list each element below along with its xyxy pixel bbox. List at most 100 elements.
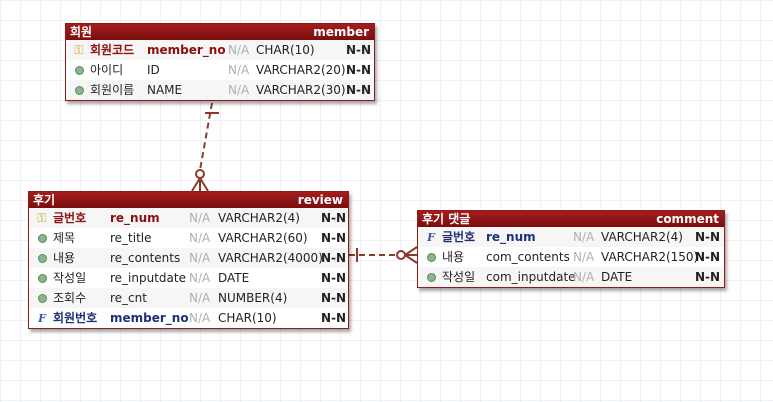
attribute-physical-name: re_num — [110, 211, 160, 225]
entity-header[interactable]: 후기 review — [29, 192, 348, 208]
entity-logical-name: 후기 댓글 — [422, 212, 471, 226]
attribute-datatype: VARCHAR2(30) — [256, 83, 346, 97]
attribute-default: N/A — [189, 231, 211, 245]
attribute-logical-name: 글번호 — [53, 211, 87, 225]
key-icon: ⚿ — [37, 210, 47, 225]
attribute-physical-name: re_num — [486, 230, 536, 244]
entity-header[interactable]: 후기 댓글 comment — [418, 211, 724, 227]
attribute-physical-name: re_title — [110, 231, 152, 245]
attribute-datatype: VARCHAR2(20) — [256, 63, 346, 77]
attribute-physical-name: re_inputdate — [110, 271, 186, 285]
attribute-datatype: VARCHAR2(4) — [218, 211, 300, 225]
attribute-row-name[interactable]: 회원이름 NAME N/A VARCHAR2(30)N-N — [66, 80, 374, 100]
attribute-default: N/A — [228, 63, 250, 77]
attribute-default: N/A — [189, 311, 211, 325]
entity-logical-name: 회원 — [70, 25, 93, 39]
attribute-datatype: VARCHAR2(60) — [218, 231, 308, 245]
attribute-logical-name: 회원번호 — [53, 311, 98, 325]
attribute-logical-name: 조회수 — [53, 291, 87, 305]
attribute-dot-icon — [34, 288, 50, 308]
attribute-datatype: VARCHAR2(4000) — [218, 251, 323, 265]
attribute-logical-name: 작성일 — [53, 271, 87, 285]
attribute-logical-name: 글번호 — [442, 230, 476, 244]
attribute-datatype: CHAR(10) — [218, 311, 277, 325]
attribute-nullability: N-N — [346, 43, 372, 57]
attribute-datatype: VARCHAR2(4) — [601, 230, 683, 244]
attribute-physical-name: com_inputdate — [486, 270, 576, 284]
attribute-physical-name: member_no — [110, 311, 189, 325]
foreign-key-icon: F — [427, 230, 435, 244]
attribute-default: N/A — [189, 211, 211, 225]
attribute-nullability: N-N — [321, 291, 347, 305]
attribute-logical-name: 회원이름 — [90, 83, 135, 97]
attribute-nullability: N-N — [321, 311, 347, 325]
attribute-default: N/A — [189, 291, 211, 305]
attribute-dot-icon — [71, 80, 87, 100]
attribute-physical-name: ID — [147, 63, 160, 77]
foreign-key-icon: F — [38, 311, 46, 325]
attribute-dot-icon — [71, 60, 87, 80]
relationship-review-comment[interactable] — [349, 246, 418, 264]
attribute-logical-name: 작성일 — [442, 270, 476, 284]
attribute-row-re-cnt[interactable]: 조회수 re_cnt N/A NUMBER(4) N-N — [29, 288, 348, 308]
attribute-nullability: N-N — [321, 251, 347, 265]
attribute-dot-icon — [423, 247, 439, 267]
attribute-row-re-num[interactable]: F 글번호 re_num N/A VARCHAR2(4) N-N — [418, 227, 724, 247]
attribute-dot-icon — [34, 268, 50, 288]
attribute-datatype: DATE — [601, 270, 633, 284]
attribute-row-re-num[interactable]: ⚿ 글번호 re_num N/A VARCHAR2(4) N-N — [29, 208, 348, 228]
attribute-nullability: N-N — [321, 211, 347, 225]
attribute-default: N/A — [189, 271, 211, 285]
attribute-physical-name: com_contents — [486, 250, 570, 264]
entity-header[interactable]: 회원 member — [66, 24, 374, 40]
entity-physical-name: comment — [656, 212, 719, 226]
attribute-physical-name: re_contents — [110, 251, 181, 265]
attribute-logical-name: 내용 — [53, 251, 76, 265]
entity-logical-name: 후기 — [33, 193, 56, 207]
attribute-datatype: NUMBER(4) — [218, 291, 288, 305]
attribute-default: N/A — [573, 270, 595, 284]
attribute-dot-icon — [34, 228, 50, 248]
attribute-physical-name: member_no — [147, 43, 226, 57]
attribute-logical-name: 제목 — [53, 231, 76, 245]
attribute-logical-name: 내용 — [442, 250, 465, 264]
attribute-default: N/A — [228, 43, 250, 57]
attribute-default: N/A — [573, 250, 595, 264]
attribute-nullability: N-N — [695, 230, 721, 244]
entity-physical-name: review — [297, 193, 343, 207]
attribute-row-re-title[interactable]: 제목 re_title N/A VARCHAR2(60) N-N — [29, 228, 348, 248]
attribute-row-re-contents[interactable]: 내용 re_contents N/A VARCHAR2(4000)N-N — [29, 248, 348, 268]
attribute-logical-name: 회원코드 — [90, 43, 135, 57]
attribute-datatype: VARCHAR2(150) — [601, 250, 699, 264]
attribute-default: N/A — [228, 83, 250, 97]
attribute-datatype: CHAR(10) — [256, 43, 315, 57]
attribute-nullability: N-N — [695, 250, 721, 264]
entity-physical-name: member — [313, 25, 369, 39]
attribute-nullability: N-N — [346, 83, 372, 97]
attribute-datatype: DATE — [218, 271, 250, 285]
attribute-default: N/A — [573, 230, 595, 244]
attribute-dot-icon — [34, 248, 50, 268]
key-icon: ⚿ — [74, 42, 84, 57]
attribute-logical-name: 아이디 — [90, 63, 124, 77]
relationship-member-review[interactable] — [191, 102, 219, 192]
attribute-nullability: N-N — [321, 231, 347, 245]
attribute-physical-name: re_cnt — [110, 291, 147, 305]
attribute-default: N/A — [189, 251, 211, 265]
attribute-dot-icon — [423, 267, 439, 287]
attribute-nullability: N-N — [695, 270, 721, 284]
attribute-nullability: N-N — [321, 271, 347, 285]
attribute-physical-name: NAME — [147, 83, 183, 97]
